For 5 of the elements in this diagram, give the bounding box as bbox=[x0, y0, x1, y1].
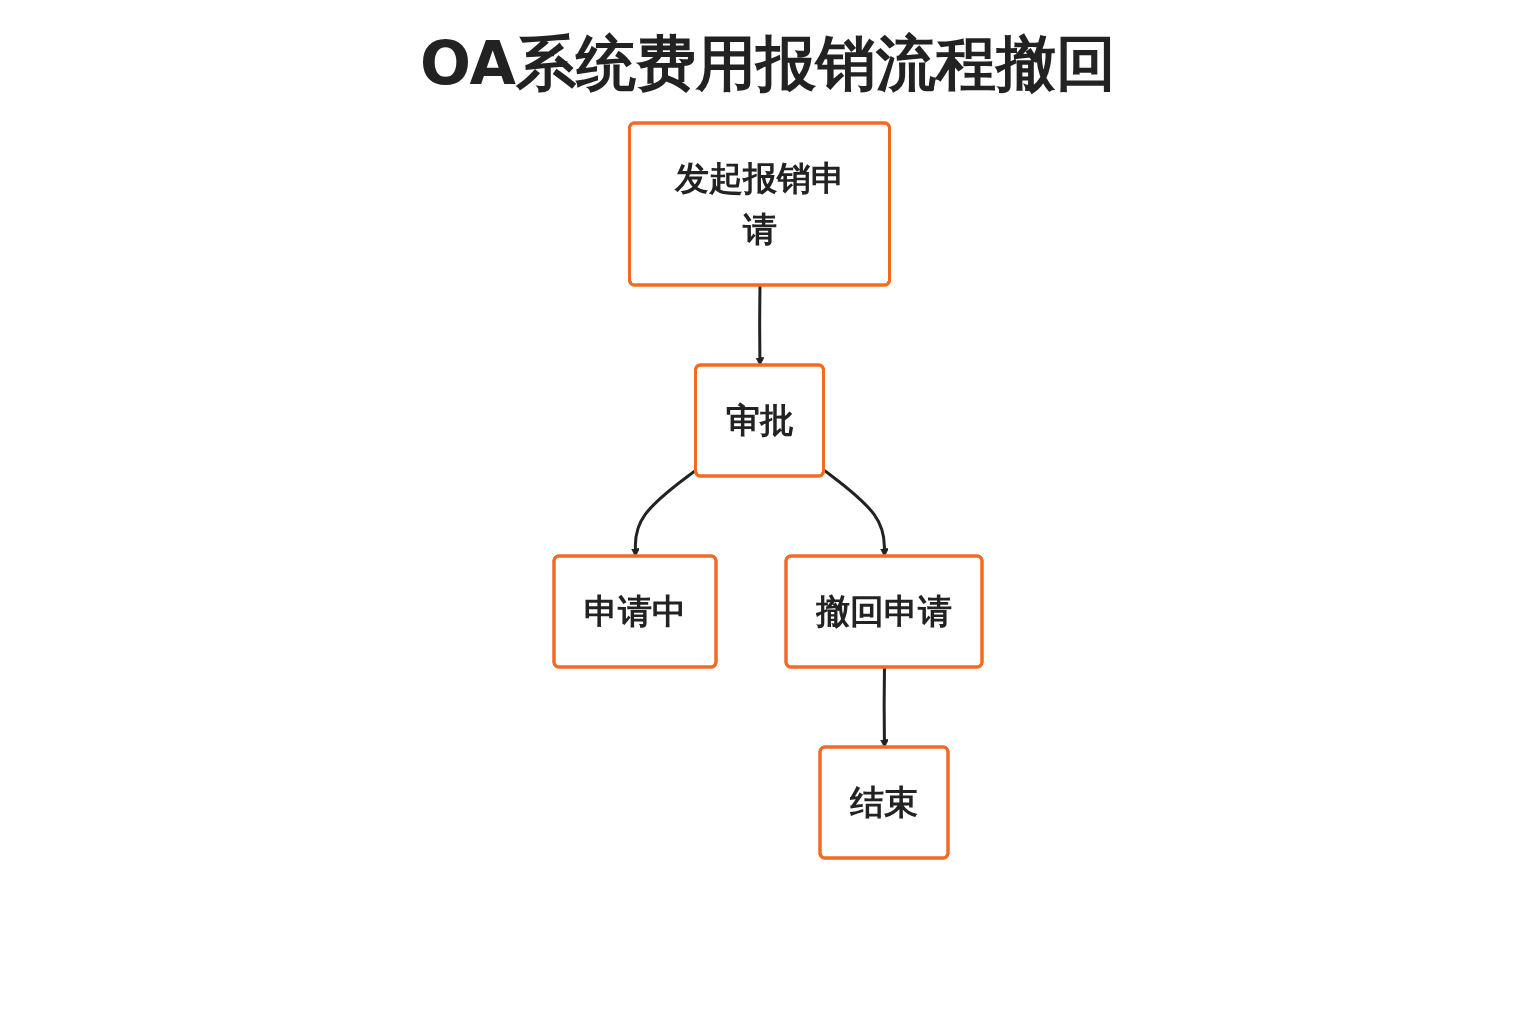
arrow bbox=[755, 285, 765, 366]
diagram-title: OA系统费用报销流程撤回 bbox=[419, 27, 1117, 100]
arrow bbox=[631, 468, 697, 557]
arrow bbox=[823, 468, 889, 557]
arrow bbox=[880, 667, 889, 748]
